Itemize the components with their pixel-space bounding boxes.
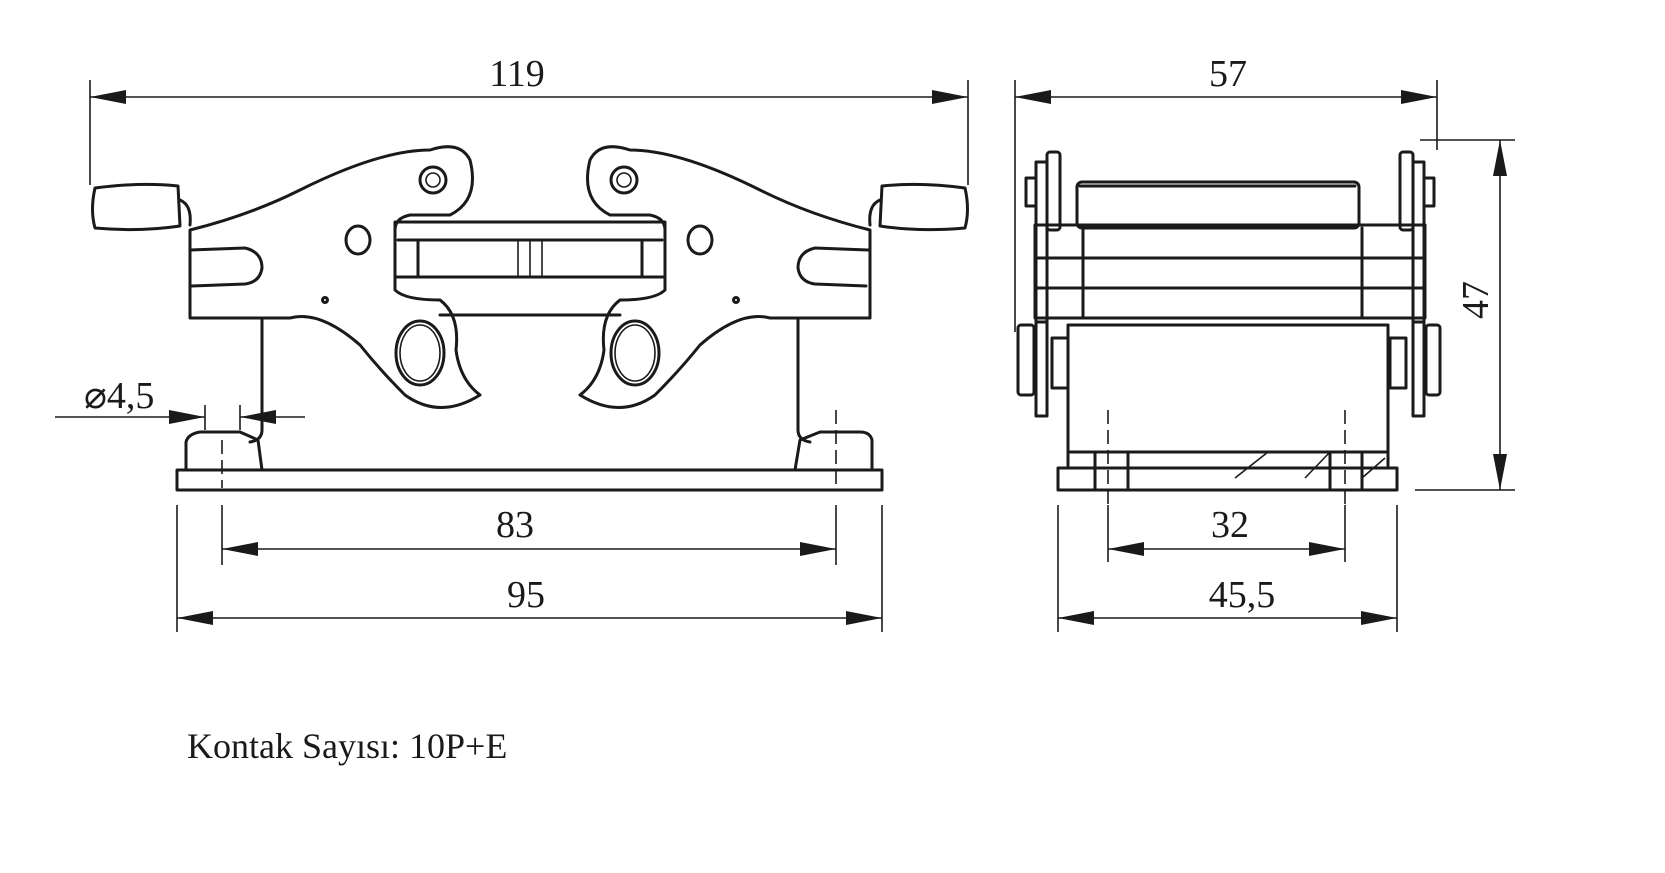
caption: Kontak Sayısı: 10P+E [187,726,507,766]
front-dimensions: 119 ⌀4,5 83 95 [55,53,969,632]
side-dimensions: 57 47 32 45,5 [1014,53,1515,632]
dim-side-hole-spacing: 32 [1211,504,1249,546]
dim-base-width: 95 [507,574,545,616]
dim-height: 47 [1455,281,1497,319]
dim-side-base-width: 45,5 [1209,574,1276,616]
front-view [91,145,969,492]
dim-hole-spacing: 83 [496,504,534,546]
dim-side-width: 57 [1209,53,1247,95]
dim-hole-diameter: ⌀4,5 [84,375,154,417]
dim-overall-width: 119 [489,53,545,95]
side-view [1016,150,1442,505]
